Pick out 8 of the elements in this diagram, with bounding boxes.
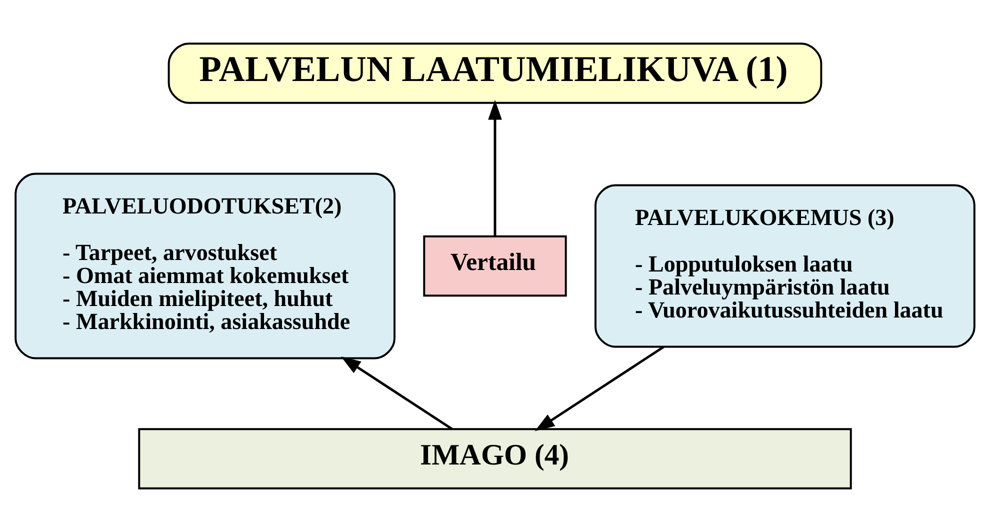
arrow [534, 345, 664, 431]
node-box: Vertailu [423, 234, 567, 296]
node-box: PALVELUODOTUKSET(2) - Tarpeet, arvostukset - Omat aiemmat kokemukset - Muiden mielipiteet, huhut - Markkinointi, asiakassuhde [14, 172, 396, 359]
node-box: PALVELUKOKEMUS (3) - Lopputuloksen laatu - Palveluympäristön laatu - Vuorovaikutussuhteiden laatu [594, 184, 976, 348]
arrow [488, 99, 502, 236]
arrow [340, 356, 453, 430]
node-box: IMAGO (4) [138, 428, 852, 489]
node-box: PALVELUN LAATUMIELIKUVA (1) [168, 42, 822, 104]
